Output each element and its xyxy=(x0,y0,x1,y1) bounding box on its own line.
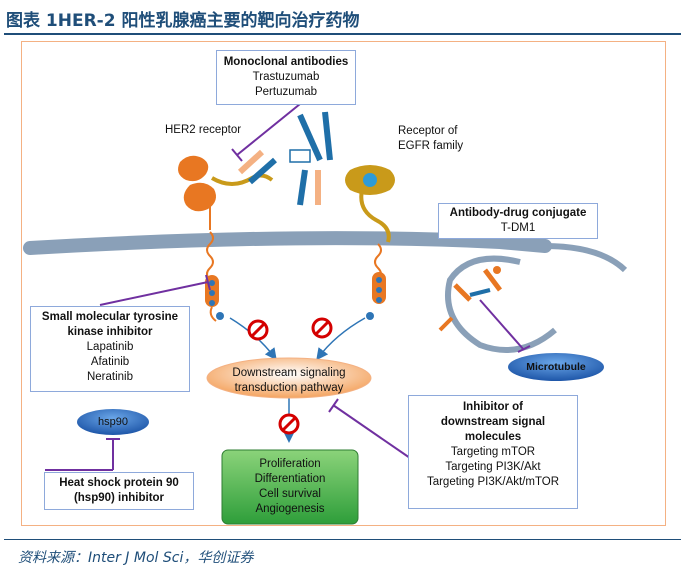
downstream-inhibitor-box: Inhibitor of downstream signal molecules… xyxy=(408,395,578,509)
outcome-box xyxy=(221,449,359,525)
monoclonal-item: Trastuzumab xyxy=(252,71,320,83)
downstream-inhibitor-title-line3: molecules xyxy=(464,431,522,443)
outcome-list: Proliferation Differentiation Cell survi… xyxy=(222,457,358,517)
downstream-inhibitor-title-line2: downstream signal xyxy=(440,416,546,428)
figure-header: 图表 1HER-2 阳性乳腺癌主要的靶向治疗药物 xyxy=(0,0,685,35)
prohibit-icon-right xyxy=(311,317,333,339)
downstream-inhibitor-item: Targeting mTOR xyxy=(450,446,536,458)
tki-item: Neratinib xyxy=(86,371,134,383)
tki-title-line2: kinase inhibitor xyxy=(67,326,153,338)
prohibit-icon-bottom xyxy=(278,413,300,435)
hsp90-inhibitor-title-line2: (hsp90) inhibitor xyxy=(73,492,165,504)
figure-title: 图表 1HER-2 阳性乳腺癌主要的靶向治疗药物 xyxy=(6,11,360,31)
outcome-item: Proliferation xyxy=(259,458,321,470)
title-rule xyxy=(4,33,681,35)
signal-arrow-right xyxy=(316,317,366,361)
hsp90-label: hsp90 xyxy=(98,416,128,428)
downstream-label-line1: Downstream signaling xyxy=(232,367,346,379)
outcome-item: Differentiation xyxy=(254,473,326,485)
downstream-inhibitor-item: Targeting PI3K/Akt xyxy=(445,461,541,473)
downstream-label-line2: transduction pathway xyxy=(234,382,344,394)
monoclonal-antibodies-box: Monoclonal antibodies Trastuzumab Pertuz… xyxy=(216,50,356,105)
downstream-oval xyxy=(206,357,372,399)
inhibitor-lines xyxy=(45,103,531,471)
outcome-item: Angiogenesis xyxy=(255,503,325,515)
her2-receptor-label: HER2 receptor xyxy=(165,124,242,136)
egfr-receptor-shape xyxy=(345,165,395,320)
adc-endocytosed-shape xyxy=(438,266,502,332)
adc-item: T-DM1 xyxy=(500,222,536,234)
cell-membrane xyxy=(23,231,552,255)
downstream-inhibitor-title-line1: Inhibitor of xyxy=(462,401,524,413)
outcome-item: Cell survival xyxy=(259,488,321,500)
monoclonal-item: Pertuzumab xyxy=(254,86,317,98)
hsp90-oval xyxy=(77,409,149,435)
source-rule xyxy=(4,539,681,540)
microtubule-label: Microtubule xyxy=(526,361,586,373)
monoclonal-title: Monoclonal antibodies xyxy=(223,56,349,68)
prohibit-icon-left xyxy=(247,319,269,341)
downstream-inhibitor-item: Targeting PI3K/Akt/mTOR xyxy=(426,476,560,488)
tki-box: Small molecular tyrosine kinase inhibito… xyxy=(30,306,190,392)
antibody-shape xyxy=(237,111,333,206)
tki-item: Lapatinib xyxy=(86,341,134,353)
adc-box: Antibody-drug conjugate T-DM1 xyxy=(438,203,598,239)
adc-title: Antibody-drug conjugate xyxy=(449,207,587,219)
hsp90-inhibitor-box: Heat shock protein 90 (hsp90) inhibitor xyxy=(44,472,194,510)
microtubule-oval xyxy=(508,353,604,381)
figure-source: 资料来源：Inter J Mol Sci，华创证券 xyxy=(18,550,254,566)
tki-title-line1: Small molecular tyrosine xyxy=(41,311,179,323)
tki-item: Afatinib xyxy=(90,356,130,368)
egfr-receptor-label-line2: EGFR family xyxy=(398,140,464,152)
egfr-receptor-label-line1: Receptor of xyxy=(398,125,458,137)
hsp90-inhibitor-title-line1: Heat shock protein 90 xyxy=(59,477,179,489)
endosome-membrane xyxy=(445,243,628,353)
